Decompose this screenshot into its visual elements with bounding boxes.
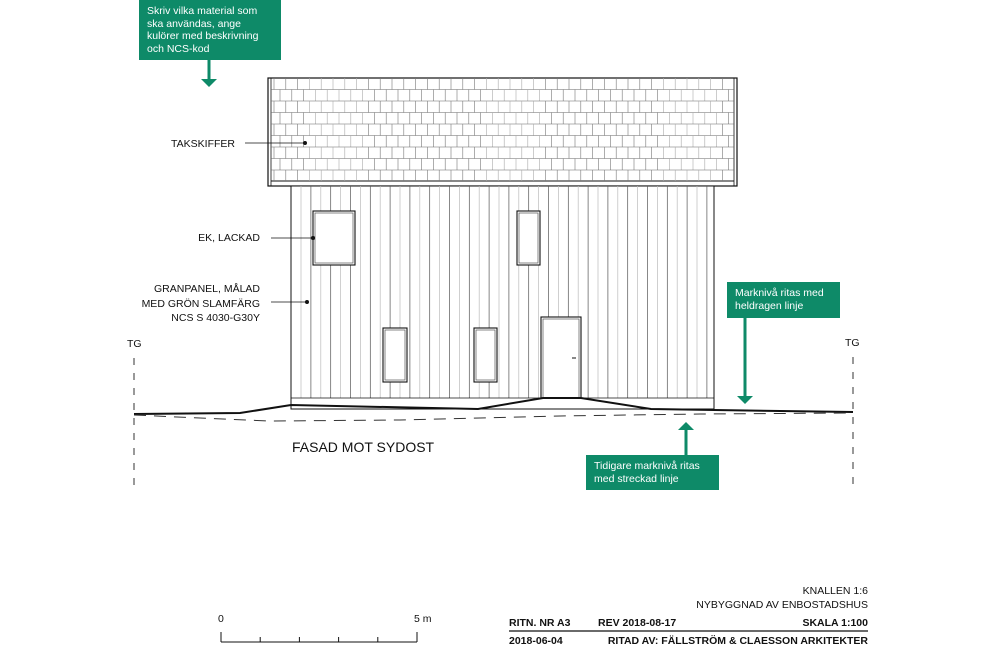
window-frame	[314, 212, 354, 264]
date: 2018-06-04	[509, 635, 563, 647]
ground-solid-note: Marknivå ritas med heldragen linje	[727, 282, 840, 318]
scale-start: 0	[218, 613, 224, 625]
roof-outline	[267, 77, 738, 187]
window-frame	[384, 329, 406, 381]
scale-end: 5 m	[414, 613, 432, 625]
panel-label: GRANPANEL, MÅLAD MED GRÖN SLAMFÄRG NCS S…	[142, 282, 260, 326]
roof-slate	[267, 77, 738, 187]
panel-label-line2: MED GRÖN SLAMFÄRG	[141, 297, 260, 310]
window-frame	[475, 329, 496, 381]
tg-right-label: TG	[845, 337, 860, 349]
drawn-by: RITAD AV: FÄLLSTRÖM & CLAESSON ARKITEKTE…	[607, 635, 868, 647]
leader-dot	[305, 300, 309, 304]
leader-dot	[303, 141, 307, 145]
project-name: KNALLEN 1:6	[802, 585, 868, 597]
ground-dashed-note: Tidigare marknivå ritas med streckad lin…	[586, 455, 719, 490]
materials-note: Skriv vilka material som ska användas, a…	[139, 0, 281, 60]
arrow-down-icon	[737, 396, 753, 404]
drawing-number: RITN. NR A3	[509, 617, 571, 629]
ground-dashed-line	[133, 412, 854, 422]
wall-outline	[290, 185, 715, 410]
view-title: FASAD MOT SYDOST	[292, 439, 435, 455]
roof-label: TAKSKIFFER	[171, 138, 235, 150]
panel-label-line3: NCS S 4030-G30Y	[171, 312, 260, 324]
leader-lines	[245, 141, 315, 304]
arrow-down-icon	[201, 79, 217, 87]
ground-lines	[133, 357, 854, 488]
project-description: NYBYGGNAD AV ENBOSTADSHUS	[696, 599, 868, 611]
ground-solid-line	[133, 397, 854, 415]
scale: SKALA 1:100	[802, 617, 868, 629]
window-label: EK, LACKAD	[198, 232, 260, 244]
facade-wall	[290, 185, 715, 410]
tg-left-label: TG	[127, 338, 142, 350]
arrow-up-icon	[678, 422, 694, 430]
leader-dot	[311, 236, 315, 240]
scale-bar	[220, 632, 418, 643]
note-arrows	[201, 60, 753, 455]
window-frame	[518, 212, 539, 264]
revision: REV 2018-08-17	[598, 617, 677, 629]
panel-label-line1: GRANPANEL, MÅLAD	[154, 283, 260, 295]
